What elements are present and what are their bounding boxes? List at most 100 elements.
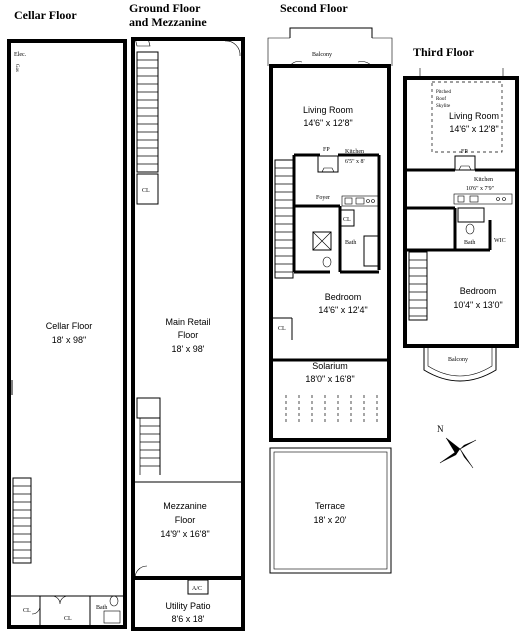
cellar-toilet-icon (109, 595, 119, 607)
second-bath-label: Bath (345, 240, 356, 246)
second-kitchen-dims: 6'5" x 8' (345, 159, 365, 165)
second-closet-upper (340, 209, 355, 227)
ground-entry-marker (134, 37, 151, 47)
third-kitchen-counter (453, 193, 513, 205)
skylite-label-2: Roof (436, 97, 446, 102)
second-bathtub (363, 235, 379, 267)
mezzanine-floor-label: Mezzanine Floor 14'9" x 16'8" (160, 501, 209, 539)
third-living-label: Living Room 14'6" x 12'8" (449, 111, 499, 134)
third-front-marks (419, 68, 504, 78)
terrace-outline (269, 447, 392, 574)
mezzanine-name-line2: Floor (175, 515, 196, 525)
ground-outer-wall (131, 37, 245, 580)
second-balcony-doors (289, 61, 373, 67)
terrace-label: Terrace 18' x 20' (314, 501, 347, 525)
third-living-name: Living Room (449, 111, 499, 121)
second-balcony-label: Balcony (312, 52, 332, 58)
third-balcony (423, 346, 497, 382)
solarium-name: Solarium (312, 361, 348, 371)
skylite-label-3: Skylite (436, 104, 451, 109)
ground-staircase (136, 51, 159, 173)
retail-floor-label: Main Retail Floor 18' x 98' (165, 317, 210, 354)
third-bedroom-dims: 10'4" x 13'0" (453, 300, 502, 310)
cellar-room-name: Cellar Floor (46, 321, 93, 331)
utility-patio-dims: 8'6 x 18' (172, 614, 205, 624)
second-kitchen-name: Kitchen (345, 149, 364, 155)
second-toilet-icon (322, 256, 332, 268)
third-staircase (408, 251, 428, 321)
retail-name-line2: Floor (178, 330, 199, 340)
second-foyer-label: Foyer (316, 195, 330, 201)
cellar-sink-icon (103, 610, 121, 624)
cellar-staircase (12, 477, 32, 564)
third-outer-wall (403, 76, 519, 348)
second-bedroom-name: Bedroom (325, 292, 362, 302)
third-bath-label: Bath (464, 240, 475, 246)
second-interior-walls (292, 153, 381, 274)
second-bedroom-label: Bedroom 14'6" x 12'4" (318, 292, 367, 315)
third-bedroom-name: Bedroom (460, 286, 497, 296)
ground-front-door (224, 40, 241, 57)
cellar-bath-label: Bath (96, 605, 107, 611)
third-toilet-icon (465, 223, 475, 235)
second-floor-plan: Second Floor Balcony Living Room 14'6" x… (267, 1, 393, 574)
second-fireplace (317, 155, 339, 173)
cellar-closet-door (31, 605, 41, 615)
second-outer-wall (269, 64, 391, 442)
second-shower (312, 231, 332, 251)
cellar-elec-label: Elec. (14, 52, 27, 58)
third-bathtub (457, 207, 485, 223)
third-kitchen-name: Kitchen (474, 177, 493, 183)
third-bedroom-label: Bedroom 10'4" x 13'0" (453, 286, 502, 310)
terrace-name: Terrace (315, 501, 345, 511)
second-floor-title: Second Floor (280, 1, 348, 15)
compass-rose-icon: N (437, 424, 477, 469)
ground-closet (136, 173, 159, 205)
third-fireplace (454, 155, 476, 171)
ground-floor-title-line1: Ground Floor (129, 1, 201, 15)
mezzanine-name-line1: Mezzanine (163, 501, 207, 511)
cellar-closet-1: CL (23, 608, 31, 614)
cellar-room-dims: 18' x 98" (52, 335, 86, 345)
second-fp-label: FP (323, 147, 330, 153)
second-closet-2: CL (278, 326, 286, 332)
retail-dims: 18' x 98' (172, 344, 205, 354)
second-kitchen-counter (341, 195, 379, 207)
ac-label: A/C (192, 586, 202, 592)
cellar-outer-wall (7, 39, 127, 629)
second-balcony-rail (289, 27, 373, 38)
ac-unit (187, 579, 209, 595)
third-kitchen-dims: 10'6" x 7'9" (466, 186, 495, 192)
solarium-dims: 18'0" x 16'8" (305, 374, 354, 384)
cellar-floor-title: Cellar Floor (14, 8, 77, 22)
utility-patio-wall (131, 576, 245, 631)
cellar-double-door (51, 595, 69, 605)
third-interior-walls (407, 168, 515, 252)
solarium-skylight-grid (285, 395, 378, 425)
second-living-dims: 14'6" x 12'8" (303, 118, 352, 128)
second-bedroom-dims: 14'6" x 12'4" (318, 305, 367, 315)
third-living-dims: 14'6" x 12'8" (449, 124, 498, 134)
third-fp-label: FP (461, 149, 468, 155)
third-wic-label: WIC (494, 238, 506, 244)
third-floor-title: Third Floor (413, 45, 475, 59)
ground-floor-plan: Ground Floor and Mezzanine CL Main Retai… (129, 1, 245, 631)
cellar-floor-plan: Cellar Floor Elec. Gas Cellar Floor 18' … (7, 8, 127, 629)
mezzanine-dims: 14'9" x 16'8" (160, 529, 209, 539)
ground-closet-label: CL (142, 188, 150, 194)
second-staircase (274, 159, 294, 279)
cellar-room-label: Cellar Floor 18' x 98" (46, 321, 93, 345)
skylite-label-1: Pitched (436, 90, 451, 95)
cellar-closet-2: CL (64, 616, 72, 622)
retail-name-line1: Main Retail (165, 317, 210, 327)
utility-patio-name: Utility Patio (165, 601, 210, 611)
second-closet-1: CL (343, 217, 351, 223)
third-floor-plan: Third Floor Pitched Roof Skylite Living … (403, 45, 519, 382)
second-living-label: Living Room 14'6" x 12'8" (303, 105, 353, 128)
ground-floor-title-line2: and Mezzanine (129, 15, 207, 29)
mezzanine-staircase (136, 397, 161, 475)
compass-north-label: N (437, 424, 444, 434)
second-balcony-side (267, 37, 393, 66)
